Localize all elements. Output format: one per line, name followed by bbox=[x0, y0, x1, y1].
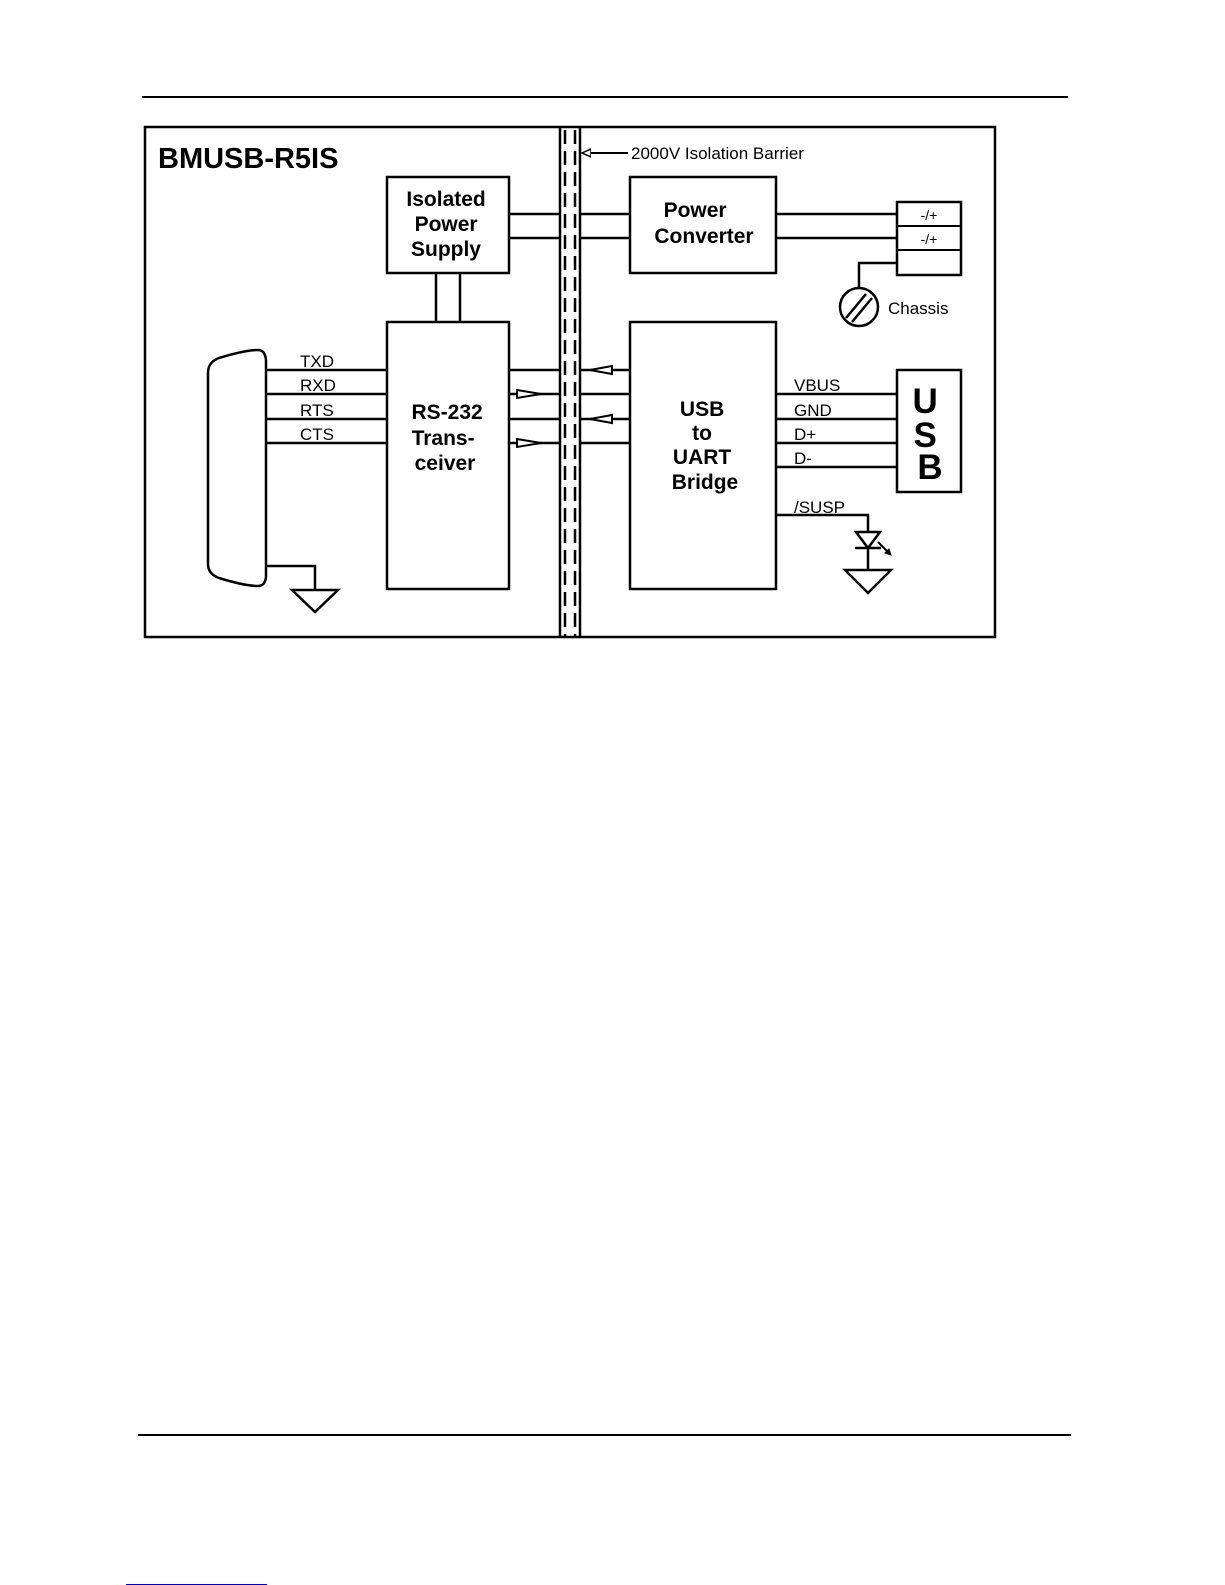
usb-connector-label: U S B bbox=[912, 382, 947, 487]
device-title: BMUSB-R5IS bbox=[158, 143, 338, 175]
db9-ground-wire bbox=[266, 566, 315, 590]
arrow-rts-right bbox=[590, 415, 612, 423]
ground-icon-led bbox=[845, 570, 891, 593]
chassis-label: Chassis bbox=[888, 299, 948, 318]
led-icon bbox=[855, 532, 891, 570]
terminal-label-1: -/+ bbox=[921, 207, 938, 223]
signal-label-txd: TXD bbox=[300, 352, 334, 371]
block-diagram: BMUSB-R5IS 2000V Isolation Barrier Isola… bbox=[0, 0, 1225, 700]
db9-connector-icon bbox=[208, 350, 266, 586]
footer-rule bbox=[138, 1434, 1071, 1436]
signal-label-susp: /SUSP bbox=[794, 498, 845, 517]
arrow-rxd-left bbox=[517, 390, 541, 398]
signal-label-cts: CTS bbox=[300, 425, 334, 444]
isolation-barrier bbox=[560, 127, 580, 637]
signal-label-dminus: D- bbox=[794, 449, 812, 468]
terminal-label-2: -/+ bbox=[921, 231, 938, 247]
chassis-ground-icon bbox=[840, 288, 878, 326]
signal-label-rxd: RXD bbox=[300, 376, 336, 395]
arrow-cts-left bbox=[517, 439, 541, 447]
isolated-power-supply-label: Isolated Power Supply bbox=[406, 188, 491, 261]
isolated-data-lines bbox=[509, 370, 630, 443]
signal-label-gnd: GND bbox=[794, 401, 832, 420]
psu-to-transceiver-link bbox=[436, 273, 460, 322]
signal-label-dplus: D+ bbox=[794, 425, 816, 444]
signal-label-rts: RTS bbox=[300, 401, 334, 420]
susp-wire bbox=[776, 515, 868, 532]
usb-uart-bridge-label: USB to UART Bridge bbox=[672, 398, 739, 494]
arrow-txd-right bbox=[590, 366, 612, 374]
ground-icon-db9 bbox=[292, 590, 338, 612]
barrier-label: 2000V Isolation Barrier bbox=[631, 144, 804, 163]
chassis-wire bbox=[859, 263, 897, 287]
signal-label-vbus: VBUS bbox=[794, 376, 840, 395]
